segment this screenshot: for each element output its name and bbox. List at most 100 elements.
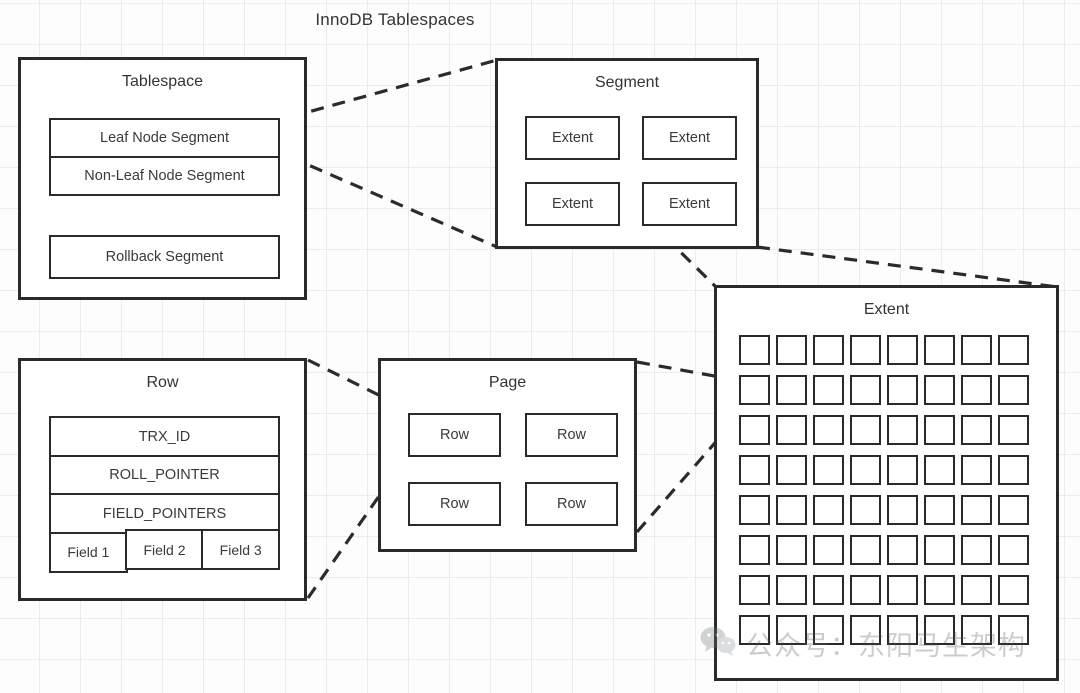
extent-page-cell[interactable] bbox=[887, 495, 918, 525]
connector-extent-top-right bbox=[756, 245, 1058, 289]
segment-box[interactable]: Segment Extent Extent Extent Extent bbox=[495, 58, 759, 249]
extent-page-cell[interactable] bbox=[961, 455, 992, 485]
row-field-stack: TRX_ID ROLL_POINTER FIELD_POINTERS Field… bbox=[49, 416, 281, 573]
segment-extent-cell[interactable]: Extent bbox=[642, 182, 737, 226]
extent-page-cell[interactable] bbox=[776, 335, 807, 365]
extent-page-cell[interactable] bbox=[850, 535, 881, 565]
extent-page-cell[interactable] bbox=[739, 375, 770, 405]
extent-page-cell[interactable] bbox=[887, 335, 918, 365]
extent-page-cell[interactable] bbox=[887, 575, 918, 605]
tablespace-box[interactable]: Tablespace Leaf Node Segment Non-Leaf No… bbox=[18, 57, 307, 300]
extent-page-cell[interactable] bbox=[776, 455, 807, 485]
extent-page-cell[interactable] bbox=[739, 415, 770, 445]
row-trx-id-cell[interactable]: TRX_ID bbox=[49, 416, 280, 457]
extent-page-cell[interactable] bbox=[776, 415, 807, 445]
row-fields-row: Field 1 Field 2 Field 3 bbox=[49, 529, 281, 573]
extent-page-cell[interactable] bbox=[998, 415, 1029, 445]
extent-page-cell[interactable] bbox=[850, 335, 881, 365]
row-field-pointers-cell[interactable]: FIELD_POINTERS bbox=[49, 493, 280, 534]
extent-page-cell[interactable] bbox=[887, 615, 918, 645]
extent-page-cell[interactable] bbox=[850, 375, 881, 405]
page-row-cell[interactable]: Row bbox=[408, 413, 501, 457]
extent-page-cell[interactable] bbox=[776, 375, 807, 405]
row-box[interactable]: Row TRX_ID ROLL_POINTER FIELD_POINTERS F… bbox=[18, 358, 307, 601]
extent-page-cell[interactable] bbox=[739, 615, 770, 645]
segment-title: Segment bbox=[594, 74, 660, 91]
extent-page-cell[interactable] bbox=[998, 455, 1029, 485]
row-field-cell[interactable]: Field 2 bbox=[125, 529, 204, 570]
extent-page-cell[interactable] bbox=[924, 375, 955, 405]
extent-page-cell[interactable] bbox=[961, 575, 992, 605]
extent-page-cell[interactable] bbox=[961, 415, 992, 445]
segment-extent-cell[interactable]: Extent bbox=[642, 116, 737, 160]
row-field-cell[interactable]: Field 3 bbox=[201, 529, 281, 570]
row-roll-pointer-cell[interactable]: ROLL_POINTER bbox=[49, 454, 280, 496]
extent-page-cell[interactable] bbox=[998, 495, 1029, 525]
extent-page-cell[interactable] bbox=[998, 535, 1029, 565]
extent-page-cell[interactable] bbox=[813, 455, 844, 485]
extent-page-cell[interactable] bbox=[776, 535, 807, 565]
extent-page-cell[interactable] bbox=[739, 575, 770, 605]
extent-page-cell[interactable] bbox=[998, 575, 1029, 605]
extent-page-cell[interactable] bbox=[887, 375, 918, 405]
extent-page-cell[interactable] bbox=[850, 575, 881, 605]
extent-page-cell[interactable] bbox=[739, 335, 770, 365]
page-row-grid: Row Row Row Row bbox=[408, 413, 618, 526]
extent-page-cell[interactable] bbox=[961, 615, 992, 645]
extent-page-cell[interactable] bbox=[813, 535, 844, 565]
extent-page-cell[interactable] bbox=[813, 375, 844, 405]
extent-page-cell[interactable] bbox=[813, 415, 844, 445]
leaf-node-segment-cell[interactable]: Leaf Node Segment bbox=[49, 118, 280, 158]
extent-page-cell[interactable] bbox=[961, 335, 992, 365]
extent-page-cell[interactable] bbox=[850, 615, 881, 645]
page-box[interactable]: Page Row Row Row Row bbox=[378, 358, 637, 552]
extent-page-cell[interactable] bbox=[739, 495, 770, 525]
page-title: InnoDB Tablespaces bbox=[315, 10, 475, 29]
extent-page-cell[interactable] bbox=[924, 415, 955, 445]
extent-page-cell[interactable] bbox=[924, 575, 955, 605]
page-title-label: Page bbox=[488, 374, 527, 391]
extent-page-cell[interactable] bbox=[813, 615, 844, 645]
connector-leaf-segment-bottom bbox=[289, 155, 498, 249]
extent-page-cell[interactable] bbox=[739, 535, 770, 565]
extent-page-cell[interactable] bbox=[887, 415, 918, 445]
extent-page-cell[interactable] bbox=[998, 615, 1029, 645]
extent-page-cell[interactable] bbox=[813, 495, 844, 525]
extent-page-cell[interactable] bbox=[924, 495, 955, 525]
extent-page-cell[interactable] bbox=[739, 455, 770, 485]
page-row-cell[interactable]: Row bbox=[525, 482, 618, 526]
extent-page-cell[interactable] bbox=[813, 335, 844, 365]
extent-page-cell[interactable] bbox=[887, 455, 918, 485]
extent-page-cell[interactable] bbox=[924, 455, 955, 485]
extent-page-cell[interactable] bbox=[776, 615, 807, 645]
extent-page-cell[interactable] bbox=[961, 495, 992, 525]
extent-page-cell[interactable] bbox=[924, 535, 955, 565]
rollback-segment-cell[interactable]: Rollback Segment bbox=[49, 235, 280, 279]
extent-page-cell[interactable] bbox=[998, 375, 1029, 405]
row-field-cell[interactable]: Field 1 bbox=[49, 531, 128, 573]
extent-page-cell[interactable] bbox=[850, 495, 881, 525]
extent-page-cell[interactable] bbox=[924, 615, 955, 645]
extent-page-cell[interactable] bbox=[776, 575, 807, 605]
page-row-cell[interactable]: Row bbox=[525, 413, 618, 457]
extent-page-cell[interactable] bbox=[813, 575, 844, 605]
tablespace-segment-stack: Leaf Node Segment Non-Leaf Node Segment bbox=[49, 118, 280, 196]
extent-page-cell[interactable] bbox=[850, 415, 881, 445]
extent-page-cell[interactable] bbox=[961, 535, 992, 565]
extent-page-cell[interactable] bbox=[924, 335, 955, 365]
segment-extent-cell[interactable]: Extent bbox=[525, 182, 620, 226]
extent-page-cell[interactable] bbox=[961, 375, 992, 405]
extent-box[interactable]: Extent bbox=[714, 285, 1059, 681]
extent-page-cell[interactable] bbox=[998, 335, 1029, 365]
segment-extent-cell[interactable]: Extent bbox=[525, 116, 620, 160]
extent-page-cell[interactable] bbox=[850, 455, 881, 485]
extent-title: Extent bbox=[863, 301, 910, 318]
segment-extent-grid: Extent Extent Extent Extent bbox=[525, 116, 737, 226]
page-row-cell[interactable]: Row bbox=[408, 482, 501, 526]
extent-page-grid bbox=[739, 335, 1029, 645]
extent-page-cell[interactable] bbox=[887, 535, 918, 565]
non-leaf-node-segment-cell[interactable]: Non-Leaf Node Segment bbox=[49, 155, 280, 196]
tablespace-title: Tablespace bbox=[122, 73, 203, 90]
extent-page-cell[interactable] bbox=[776, 495, 807, 525]
